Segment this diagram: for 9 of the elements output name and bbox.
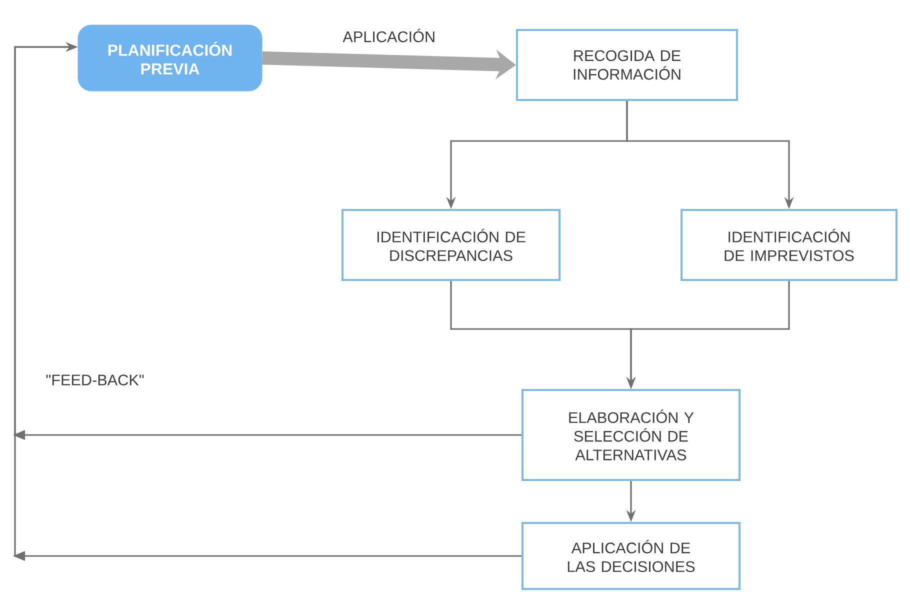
note-text: "FEED-BACK" bbox=[46, 374, 144, 386]
edge-label: APLICACIÓN bbox=[341, 27, 437, 44]
process-box: RECOGIDA DE INFORMACIÓN bbox=[516, 29, 738, 101]
process-box: APLICACIÓN DE LAS DECISIONES bbox=[521, 522, 741, 590]
process-box: ELABORACIÓN Y SELECCIÓN DE ALTERNATIVAS bbox=[521, 389, 741, 481]
process-box: IDENTIFICACIÓN DE DISCREPANCIAS bbox=[341, 209, 561, 281]
rounded-box: PLANIFICACIÓN PREVIA bbox=[78, 24, 262, 92]
process-box: IDENTIFICACIÓN DE IMPREVISTOS bbox=[680, 209, 898, 281]
arrow bbox=[13, 42, 522, 561]
